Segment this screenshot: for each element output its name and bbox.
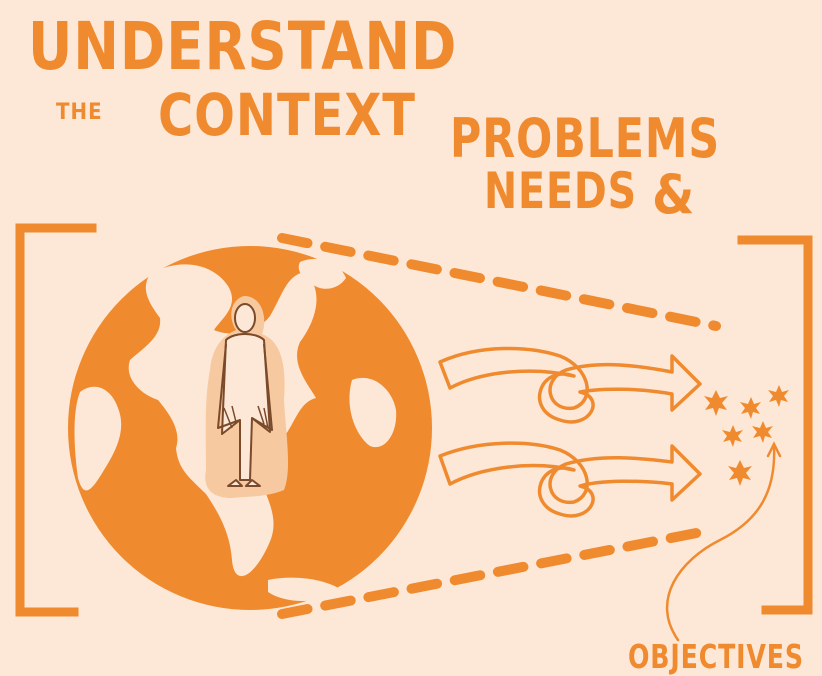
right-bracket-icon (737, 235, 813, 615)
looped-arrow-icon (438, 346, 702, 424)
objectives-pointer (665, 441, 782, 642)
person-with-cape-icon (217, 303, 273, 487)
funnel-dashes (277, 233, 721, 619)
label-problems: PROBLEMS (450, 107, 721, 170)
looped-arrow-icon (438, 441, 702, 518)
label-needs: NEEDS (484, 162, 638, 220)
heading-context: CONTEXT (158, 81, 416, 149)
star-cluster-icon (704, 385, 789, 486)
label-objectives: OBJECTIVES (628, 637, 804, 676)
left-bracket-icon (15, 223, 97, 617)
heading-understand: UNDERSTAND (28, 8, 458, 85)
heading-the: THE (56, 100, 103, 125)
label-ampersand: & (652, 163, 696, 226)
